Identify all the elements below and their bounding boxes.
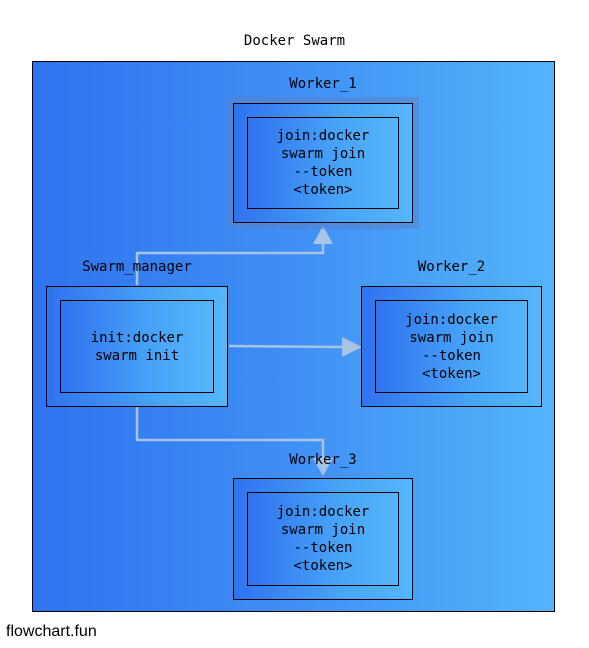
edge-manager-worker1 (135, 240, 325, 285)
edge-manager-worker3 (135, 407, 325, 460)
worker2-label: Worker_2 (417, 259, 486, 275)
worker3-label: Worker_3 (289, 452, 357, 468)
manager-node[interactable]: init:docker swarm init (46, 286, 228, 407)
arrowhead-worker3 (313, 458, 333, 476)
manager-label: Swarm_manager (82, 259, 192, 275)
worker2-inner-box: join:docker swarm join --token <token> (375, 300, 528, 393)
arrowhead-worker1 (313, 226, 333, 244)
worker1-command: join:docker swarm join --token <token> (276, 128, 370, 198)
arrowhead-worker2 (342, 337, 362, 357)
worker3-node[interactable]: join:docker swarm join --token <token> (233, 478, 413, 600)
manager-command: init:docker swarm init (90, 329, 184, 364)
worker3-command: join:docker swarm join --token <token> (276, 504, 370, 574)
manager-inner-box: init:docker swarm init (60, 300, 214, 393)
worker2-command: join:docker swarm join --token <token> (405, 311, 498, 382)
footer-brand[interactable]: flowchart.fun (6, 623, 97, 640)
worker3-inner-box: join:docker swarm join --token <token> (247, 492, 399, 586)
diagram-title: Docker Swarm (243, 33, 346, 49)
edge-manager-worker2 (228, 344, 346, 349)
worker1-label: Worker_1 (289, 76, 357, 92)
worker2-node[interactable]: join:docker swarm join --token <token> (361, 286, 542, 407)
worker1-inner-box: join:docker swarm join --token <token> (247, 117, 399, 209)
worker1-node[interactable]: join:docker swarm join --token <token> (233, 103, 413, 223)
